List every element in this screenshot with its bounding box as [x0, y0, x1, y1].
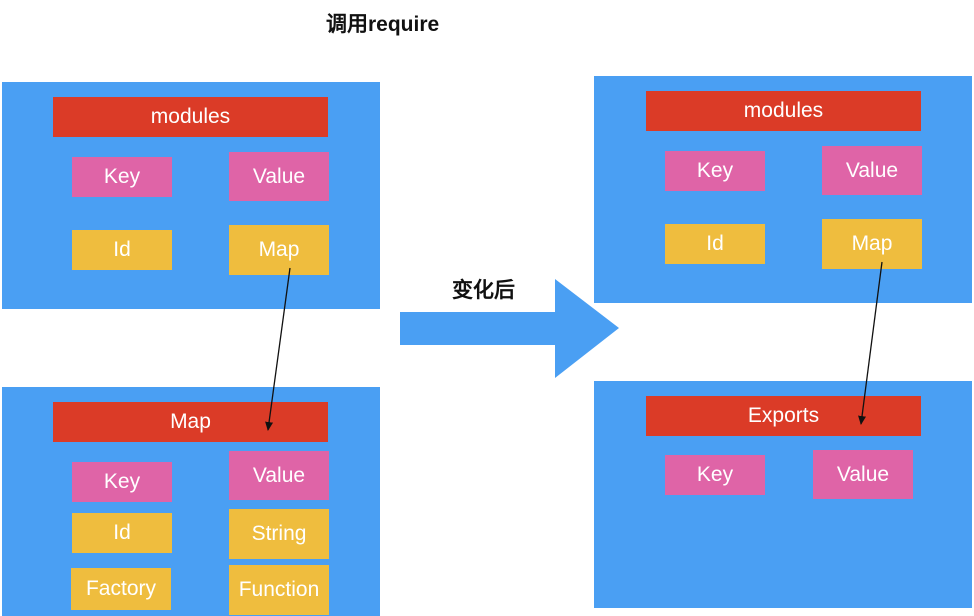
- transition-label: 变化后: [452, 279, 515, 302]
- after-modules-header: modules: [646, 91, 921, 131]
- left-connector-arrow: [265, 267, 291, 431]
- after-modules-key: Key: [665, 151, 765, 191]
- right-connector-arrow: [858, 261, 883, 425]
- after-modules-id: Id: [665, 224, 765, 264]
- before-map-header: Map: [53, 402, 328, 442]
- diagram-title: 调用require: [326, 13, 440, 36]
- before-map-id: Id: [72, 513, 172, 553]
- before-map-factory: Factory: [71, 568, 171, 610]
- before-modules-header: modules: [53, 97, 328, 137]
- after-exports-value: Value: [813, 450, 913, 499]
- before-modules-id: Id: [72, 230, 172, 270]
- after-exports-header: Exports: [646, 396, 921, 436]
- after-modules-value: Value: [822, 146, 922, 195]
- after-exports-key: Key: [665, 455, 765, 495]
- before-map-value: Value: [229, 451, 329, 500]
- before-map-function: Function: [229, 565, 329, 615]
- transition-arrow: [400, 279, 619, 378]
- before-modules-value: Value: [229, 152, 329, 201]
- before-modules-key: Key: [72, 157, 172, 197]
- before-modules-map: Map: [229, 225, 329, 275]
- after-modules-map: Map: [822, 219, 922, 269]
- before-map-key: Key: [72, 462, 172, 502]
- before-map-string: String: [229, 509, 329, 559]
